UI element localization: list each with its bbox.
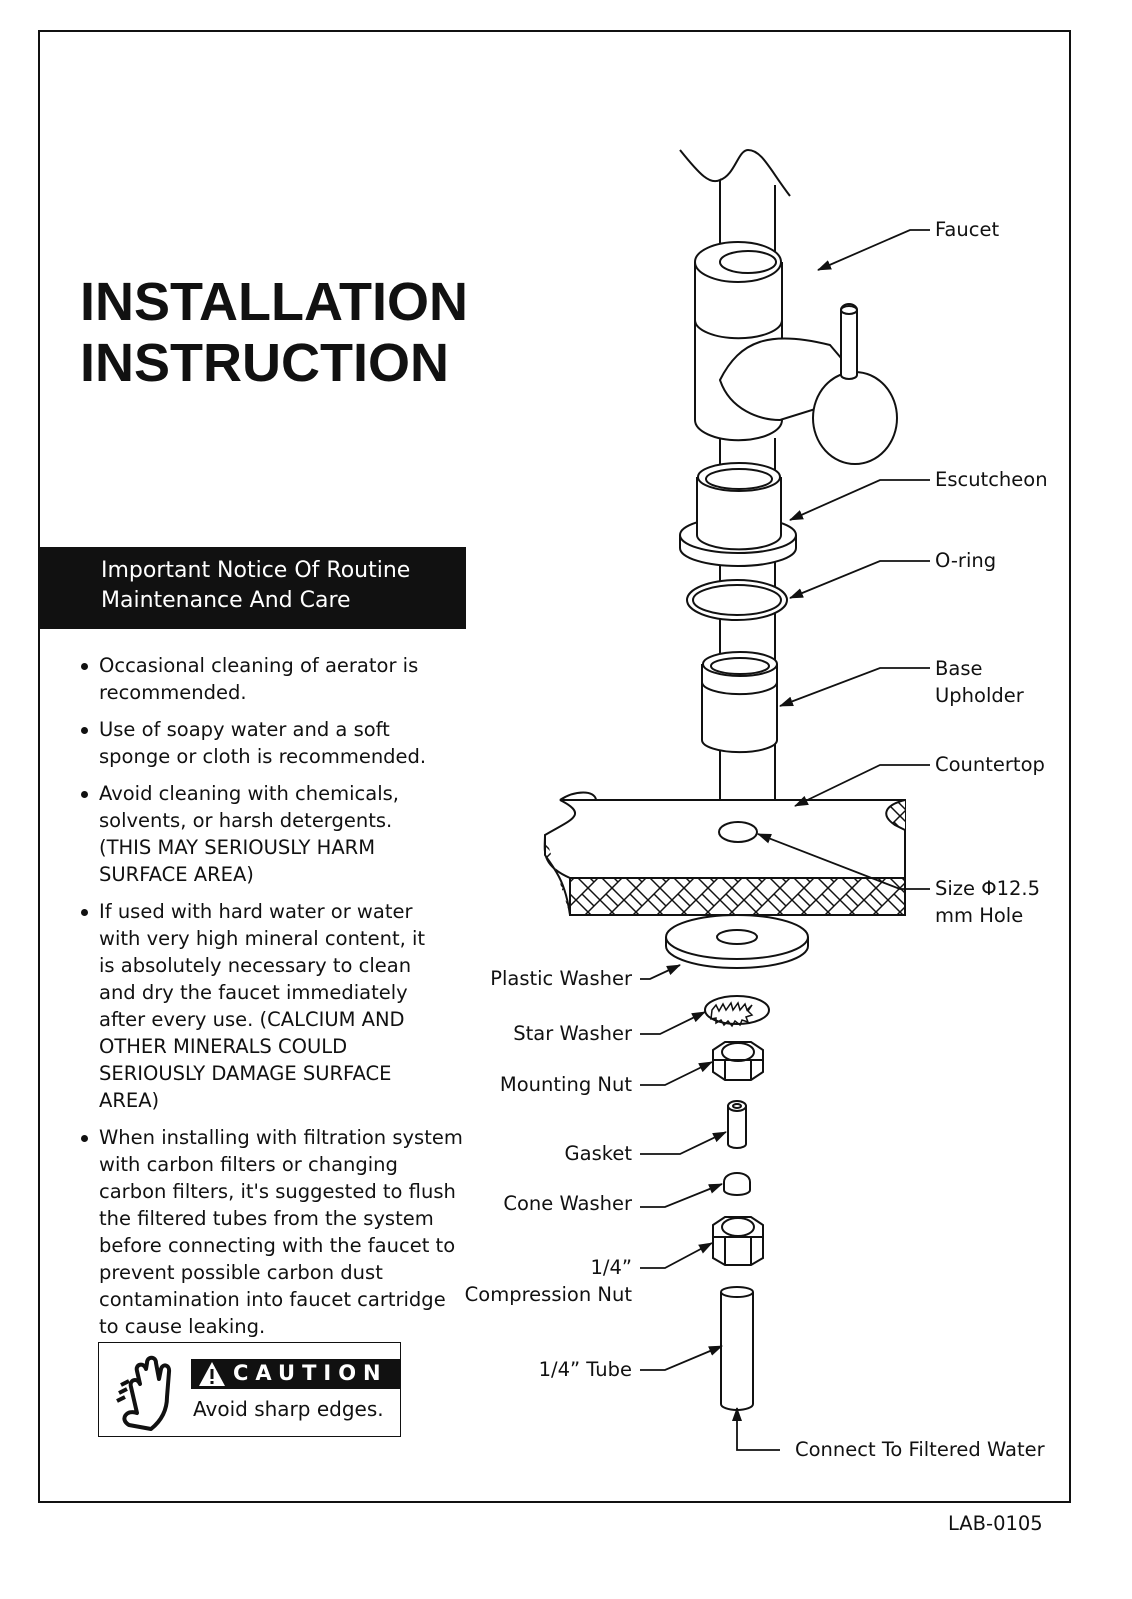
escutcheon-part xyxy=(679,462,797,567)
label-line: mm Hole xyxy=(935,904,1024,927)
list-item: If used with hard water or water with ve… xyxy=(78,898,439,1114)
faucet-body xyxy=(694,241,898,465)
label-line: Upholder xyxy=(935,684,1024,707)
label-star-washer: Star Washer xyxy=(513,1022,632,1045)
caution-heading: CAUTION xyxy=(233,1361,388,1385)
cone-washer-part xyxy=(723,1172,751,1196)
page-border xyxy=(38,30,1071,1503)
star-washer-part xyxy=(704,995,770,1028)
label-connect-filtered-water: Connect To Filtered Water xyxy=(795,1438,1045,1461)
title-line-2: INSTRUCTION xyxy=(80,333,449,393)
care-list: Occasional cleaning of aerator is recomm… xyxy=(78,652,478,1350)
label-mounting-nut: Mounting Nut xyxy=(499,1073,632,1096)
label-faucet: Faucet xyxy=(935,218,1000,241)
compression-nut-part xyxy=(712,1216,764,1266)
label-o-ring: O-ring xyxy=(935,549,997,572)
hand-icon xyxy=(116,1355,172,1431)
label-countertop: Countertop xyxy=(935,753,1045,776)
notice-line-1: Important Notice Of Routine xyxy=(101,558,411,583)
o-ring-part xyxy=(686,579,788,621)
label-compression-nut: 1/4” Compression Nut xyxy=(465,1254,632,1308)
document-code: LAB-0105 xyxy=(948,1512,1043,1535)
plastic-washer-part xyxy=(665,914,809,969)
caution-box: CAUTION Avoid sharp edges. xyxy=(98,1342,401,1437)
mounting-nut-part xyxy=(712,1041,764,1081)
label-plastic-washer: Plastic Washer xyxy=(490,967,632,990)
countertop-part xyxy=(543,791,906,916)
leader-arrows xyxy=(640,229,930,1451)
list-item: Avoid cleaning with chemicals, solvents,… xyxy=(78,780,449,888)
list-item: When installing with filtration system w… xyxy=(78,1124,469,1340)
label-line: 1/4” xyxy=(590,1256,633,1279)
gasket-part xyxy=(727,1100,747,1149)
label-line: Size Φ12.5 xyxy=(935,877,1040,900)
label-base-upholder: Base Upholder xyxy=(935,655,1024,709)
label-escutcheon: Escutcheon xyxy=(935,468,1048,491)
title-line-1: INSTALLATION xyxy=(80,272,468,332)
notice-banner: Important Notice Of Routine Maintenance … xyxy=(38,547,466,629)
label-line: Compression Nut xyxy=(464,1283,632,1306)
label-tube: 1/4” Tube xyxy=(538,1358,632,1381)
base-upholder-part xyxy=(701,651,778,754)
label-cone-washer: Cone Washer xyxy=(503,1192,632,1215)
tube-part xyxy=(720,1286,754,1411)
caution-header: CAUTION xyxy=(191,1359,400,1389)
supply-hose xyxy=(679,148,791,262)
page-title: INSTALLATION INSTRUCTION xyxy=(80,272,468,394)
list-item: Occasional cleaning of aerator is recomm… xyxy=(78,652,478,706)
notice-line-2: Maintenance And Care xyxy=(101,588,351,613)
list-item: Use of soapy water and a soft sponge or … xyxy=(78,716,439,770)
label-hole-size: Size Φ12.5 mm Hole xyxy=(935,875,1040,929)
label-line: Base xyxy=(935,657,983,680)
caution-text: Avoid sharp edges. xyxy=(193,1397,384,1421)
label-gasket: Gasket xyxy=(564,1142,632,1165)
warning-triangle-icon xyxy=(199,1362,225,1386)
